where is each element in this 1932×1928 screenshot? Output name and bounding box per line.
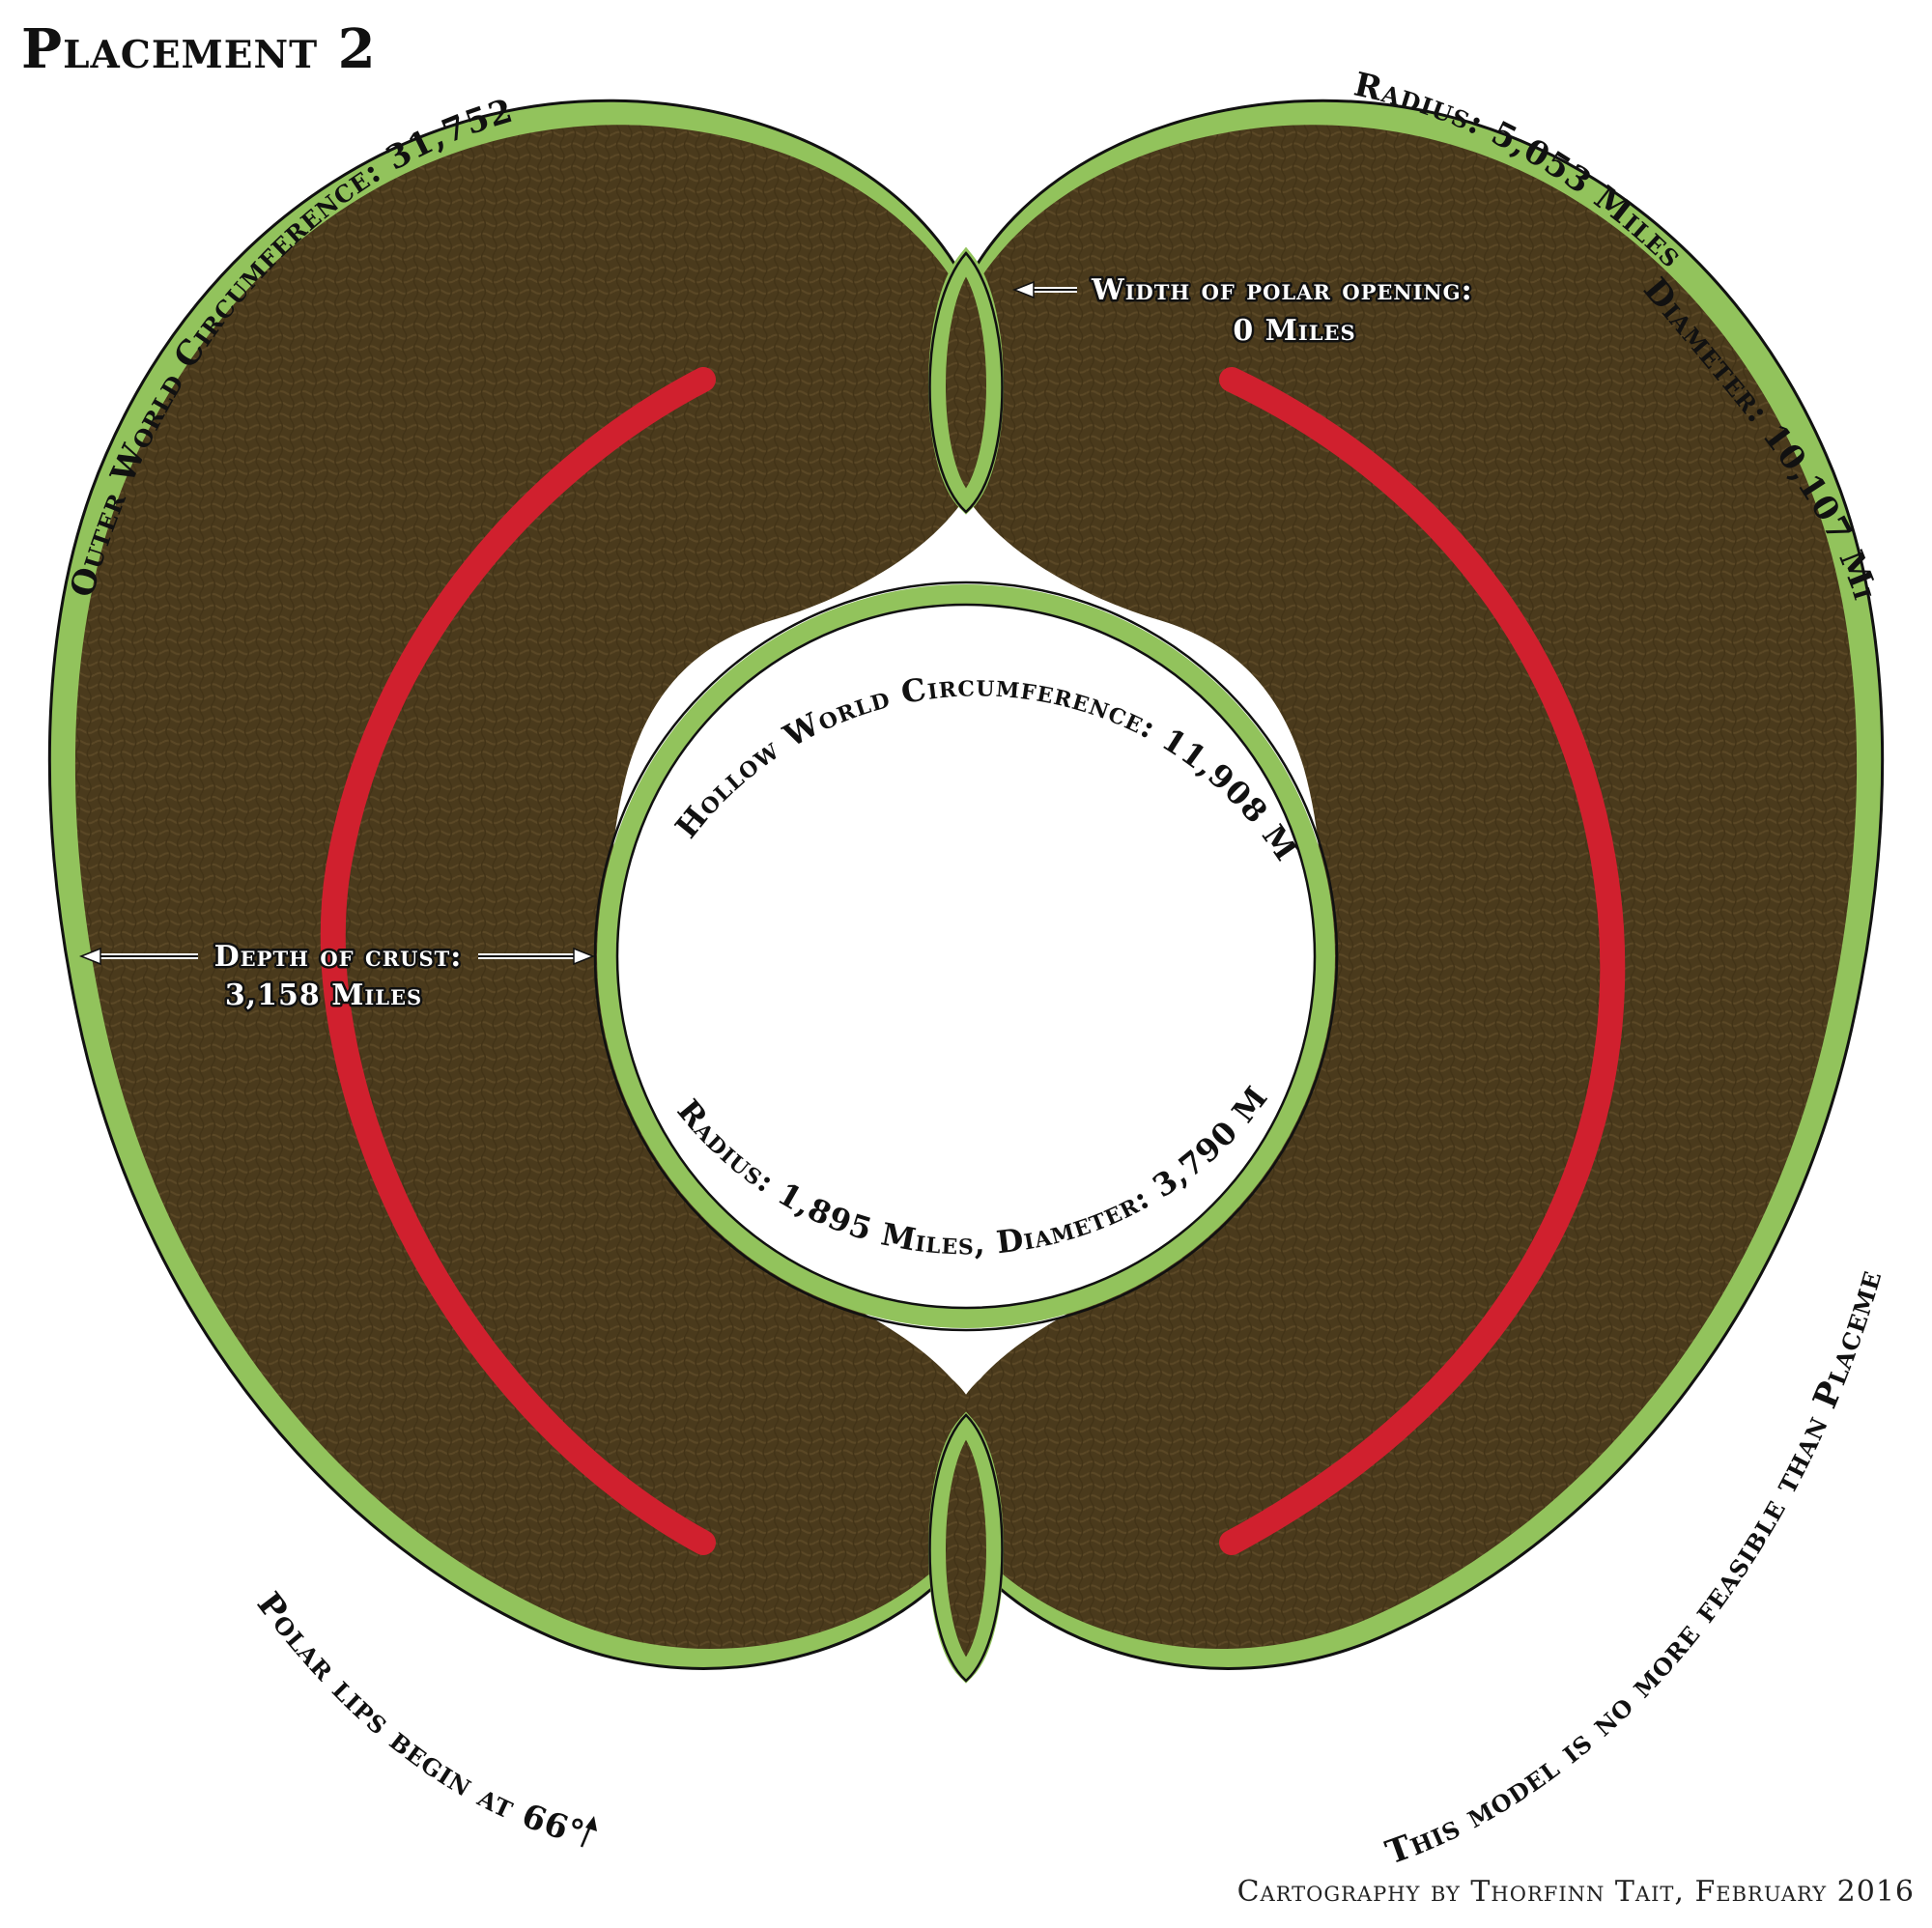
arrow-left-icon <box>78 947 101 966</box>
polar-opening-label-line2: 0 Miles <box>1233 314 1355 348</box>
polar-opening-label-line1: Width of polar opening: <box>1091 273 1473 307</box>
crust-depth-callout: Depth of crust: 3,158 Miles <box>78 938 596 1015</box>
south-polar-opening <box>928 1411 1004 1684</box>
right-fault-arc <box>1219 367 1626 1555</box>
polar-lips-arrow <box>580 1816 597 1848</box>
arrow-left-icon <box>1011 280 1035 299</box>
cartography-credit: Cartography by Thorfinn Tait, February 2… <box>1236 1875 1915 1909</box>
crust-depth-label-line2: 3,158 Miles <box>225 978 422 1012</box>
arrow-right-icon <box>573 947 596 966</box>
hollow-world-interior <box>593 581 1339 1332</box>
arrow-up-icon <box>585 1816 597 1831</box>
north-polar-opening <box>928 246 1004 515</box>
page-title: Placement 2 <box>21 17 377 81</box>
polar-opening-callout: Width of polar opening: 0 Miles <box>1011 271 1474 351</box>
crust-depth-label-line1: Depth of crust: <box>214 940 463 974</box>
left-fault-arc <box>320 367 716 1555</box>
